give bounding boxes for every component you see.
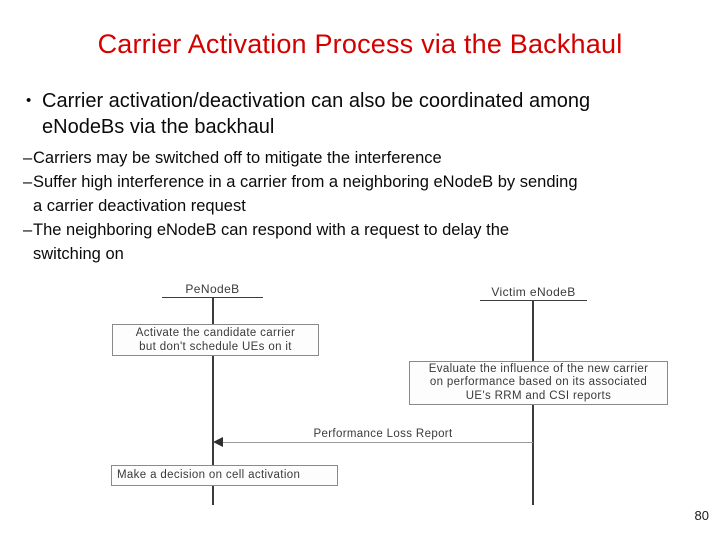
sub-bullet-text: Suffer high interference in a carrier fr…: [33, 170, 578, 218]
sub-bullet-line: Carriers may be switched off to mitigate…: [33, 149, 442, 167]
sub-bullet-text: The neighboring eNodeB can respond with …: [33, 218, 509, 266]
dash-icon: –: [23, 221, 33, 239]
sub-bullet-text: Carriers may be switched off to mitigate…: [33, 146, 442, 170]
sub-bullet: – Suffer high interference in a carrier …: [23, 170, 718, 218]
arrow-left-icon: [213, 437, 223, 447]
actor-penodeb: PeNodeB: [162, 282, 263, 298]
bullet-icon: •: [26, 92, 32, 109]
step-box-line: Activate the candidate carrier: [135, 327, 296, 339]
step-box-line: Make a decision on cell activation: [117, 469, 301, 481]
step-box-evaluate-influence: Evaluate the influence of the new carrie…: [409, 361, 668, 405]
step-box-decision: Make a decision on cell activation: [111, 465, 338, 486]
actor-victim-enodeb: Victim eNodeB: [480, 285, 587, 301]
step-box-line: on performance based on its associated: [429, 376, 648, 389]
step-box-activate-carrier: Activate the candidate carrier but don't…: [112, 324, 319, 356]
dash-icon: –: [23, 149, 33, 167]
step-box-line: Evaluate the influence of the new carrie…: [428, 362, 649, 375]
sub-bullet: – The neighboring eNodeB can respond wit…: [23, 218, 718, 266]
message-label: Performance Loss Report: [313, 428, 453, 440]
sub-bullet-line: switching on: [33, 245, 124, 263]
bullet-main: • Carrier activation/deactivation can al…: [26, 88, 716, 140]
sub-bullet: – Carriers may be switched off to mitiga…: [23, 146, 718, 170]
sub-bullet-line: The neighboring eNodeB can respond with …: [33, 221, 510, 239]
sub-bullet-list: – Carriers may be switched off to mitiga…: [23, 146, 718, 266]
bullet-main-line: eNodeBs via the backhaul: [42, 116, 275, 138]
dash-icon: –: [23, 173, 33, 191]
bullet-main-text: Carrier activation/deactivation can also…: [42, 88, 590, 140]
page-number: 80: [694, 508, 709, 523]
lifeline-penodeb: [212, 297, 214, 505]
sub-bullet-line: a carrier deactivation request: [33, 197, 246, 215]
bullet-main-line: Carrier activation/deactivation can also…: [42, 90, 591, 112]
step-box-line: but don't schedule UEs on it: [139, 341, 292, 353]
slide-title: Carrier Activation Process via the Backh…: [97, 29, 623, 59]
step-box-line: UE's RRM and CSI reports: [465, 389, 612, 402]
message-line: [217, 442, 533, 443]
sub-bullet-line: Suffer high interference in a carrier fr…: [33, 173, 578, 191]
